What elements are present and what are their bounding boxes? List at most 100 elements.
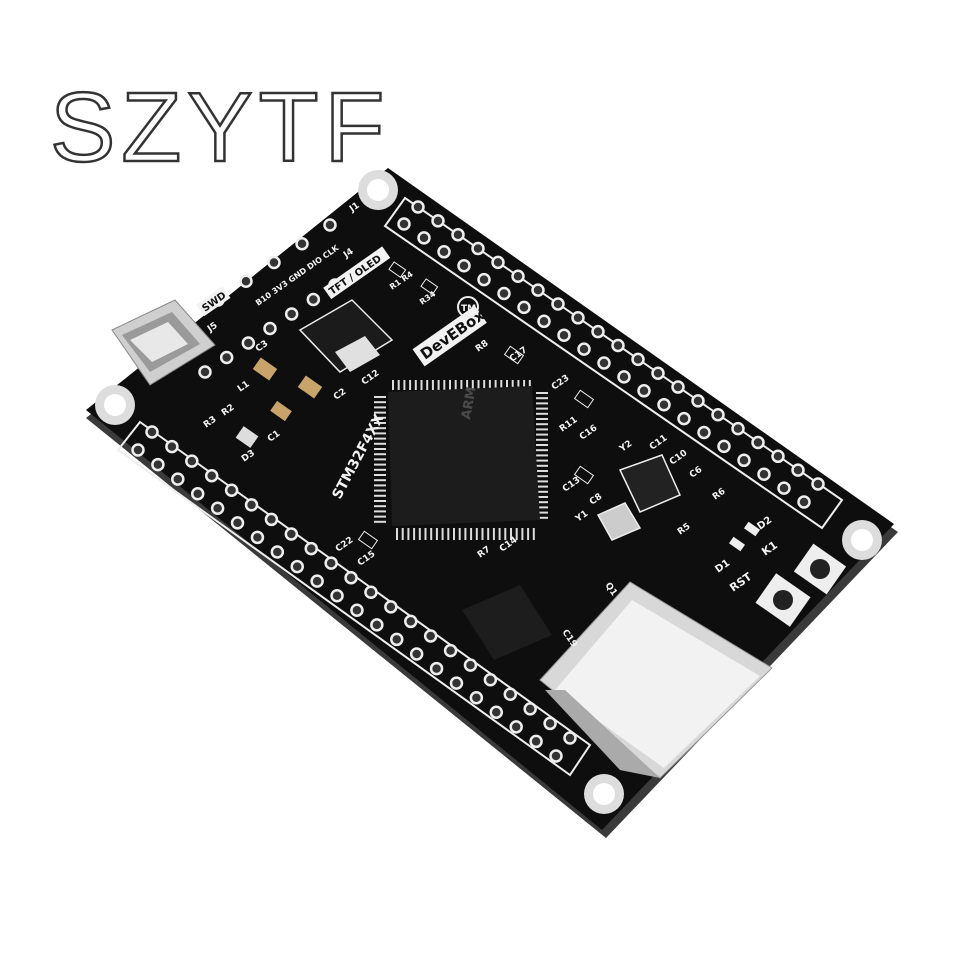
chip-pin <box>454 380 457 390</box>
chip-pin <box>396 528 398 540</box>
chip-pin <box>510 528 512 540</box>
header-pin-hole <box>370 618 384 632</box>
header-pin-hole <box>471 241 485 256</box>
chip-pin <box>517 380 520 390</box>
chip-pin <box>536 490 548 493</box>
chip-pin <box>441 528 444 540</box>
chip-pin <box>527 528 530 540</box>
micro-usb-connector[interactable] <box>111 299 216 386</box>
chip-pin <box>374 453 386 456</box>
header-pin-hole <box>791 463 805 477</box>
label-j5: J5 <box>205 321 219 335</box>
flash-chip <box>462 585 552 660</box>
header-pin-hole <box>185 454 199 468</box>
header-pin-hole <box>384 600 398 614</box>
header-pin-hole <box>443 643 458 658</box>
chip-pin <box>374 427 386 430</box>
header-pin-hole <box>503 687 518 702</box>
header-pin-hole <box>270 545 285 559</box>
chip-pin <box>536 501 548 504</box>
header-pin-hole <box>517 300 531 315</box>
chip-pin <box>536 423 548 426</box>
chip-pin <box>488 380 491 390</box>
rst-button[interactable] <box>755 573 811 627</box>
chip-pin <box>374 520 386 523</box>
header-pin-hole <box>711 408 725 422</box>
header-pin-hole <box>411 200 425 214</box>
header-pin-hole <box>431 214 445 228</box>
chip-pin <box>403 380 406 390</box>
sd-card-slot[interactable] <box>539 581 773 779</box>
header-pin-hole <box>264 512 279 527</box>
chip-pin <box>536 397 548 400</box>
header-pin-hole <box>751 435 765 450</box>
header-pin-hole <box>449 676 464 690</box>
header-pin-hole <box>483 672 498 687</box>
chip-pin <box>458 528 461 540</box>
chip-pin <box>374 448 386 450</box>
chip-pin <box>523 380 526 390</box>
chip-pin <box>374 468 386 471</box>
header-pin-hole <box>417 231 431 245</box>
chip-pin <box>536 454 548 457</box>
chip-pin <box>521 528 524 540</box>
chip-pin <box>374 494 386 497</box>
header-pin-hole <box>637 384 651 398</box>
header-pin-hole <box>284 307 299 321</box>
chip-pin <box>374 442 386 445</box>
header-pin-hole <box>463 658 478 672</box>
label-tm: TM <box>461 304 476 314</box>
crystal-y2 <box>618 454 681 513</box>
chip-pin <box>407 528 410 540</box>
chip-pin <box>374 484 386 487</box>
header-pin-hole <box>290 559 304 574</box>
chip-pin <box>414 380 417 390</box>
header-pin-hole <box>537 314 551 329</box>
chip-pin <box>374 458 386 461</box>
chip-pin <box>413 528 416 540</box>
chip-pin <box>374 437 386 440</box>
header-pin-hole <box>597 356 611 370</box>
header-pin-hole <box>397 217 411 231</box>
chip-pin <box>374 474 386 476</box>
chip-pin <box>460 380 463 390</box>
chip-pin <box>536 433 548 436</box>
header-pin-hole <box>284 527 299 541</box>
header-pin-hole <box>511 269 525 283</box>
header-pin-hole <box>239 274 253 288</box>
chip-pin <box>500 380 503 390</box>
chip-pin <box>447 528 450 540</box>
regulator-tab <box>335 336 380 372</box>
header-pin-hole <box>350 603 364 618</box>
chip-pin <box>494 380 497 390</box>
header-pin-hole <box>171 472 185 486</box>
header-pin-hole <box>310 574 324 588</box>
header-pin-hole <box>224 483 239 498</box>
chip-pin <box>536 496 548 498</box>
header-pin-hole <box>489 705 504 720</box>
header-pin-hole <box>145 425 159 439</box>
chip-pin <box>431 380 434 390</box>
header-pin-hole <box>777 481 791 495</box>
chip-pin <box>374 416 386 419</box>
chip-pin <box>481 528 484 540</box>
header-pin-hole <box>457 258 471 273</box>
header-pin-hole <box>390 632 404 647</box>
k1-button[interactable] <box>793 543 847 595</box>
chip-pin <box>392 380 394 390</box>
chip-pin <box>536 402 548 405</box>
chip-pin <box>374 515 386 518</box>
header-pin-hole <box>323 218 337 232</box>
chip-pin <box>475 528 478 540</box>
header-pin-hole <box>306 292 321 307</box>
bottom-header-outline <box>116 420 592 777</box>
header-pin-hole <box>671 380 685 394</box>
label-j1: J1 <box>347 201 361 215</box>
chip-pin <box>536 449 548 452</box>
chip-pin <box>435 528 438 540</box>
header-pin-hole <box>304 541 318 556</box>
header-pin-hole <box>571 311 585 325</box>
chip-pin <box>536 506 548 509</box>
chip-pin <box>536 444 548 446</box>
